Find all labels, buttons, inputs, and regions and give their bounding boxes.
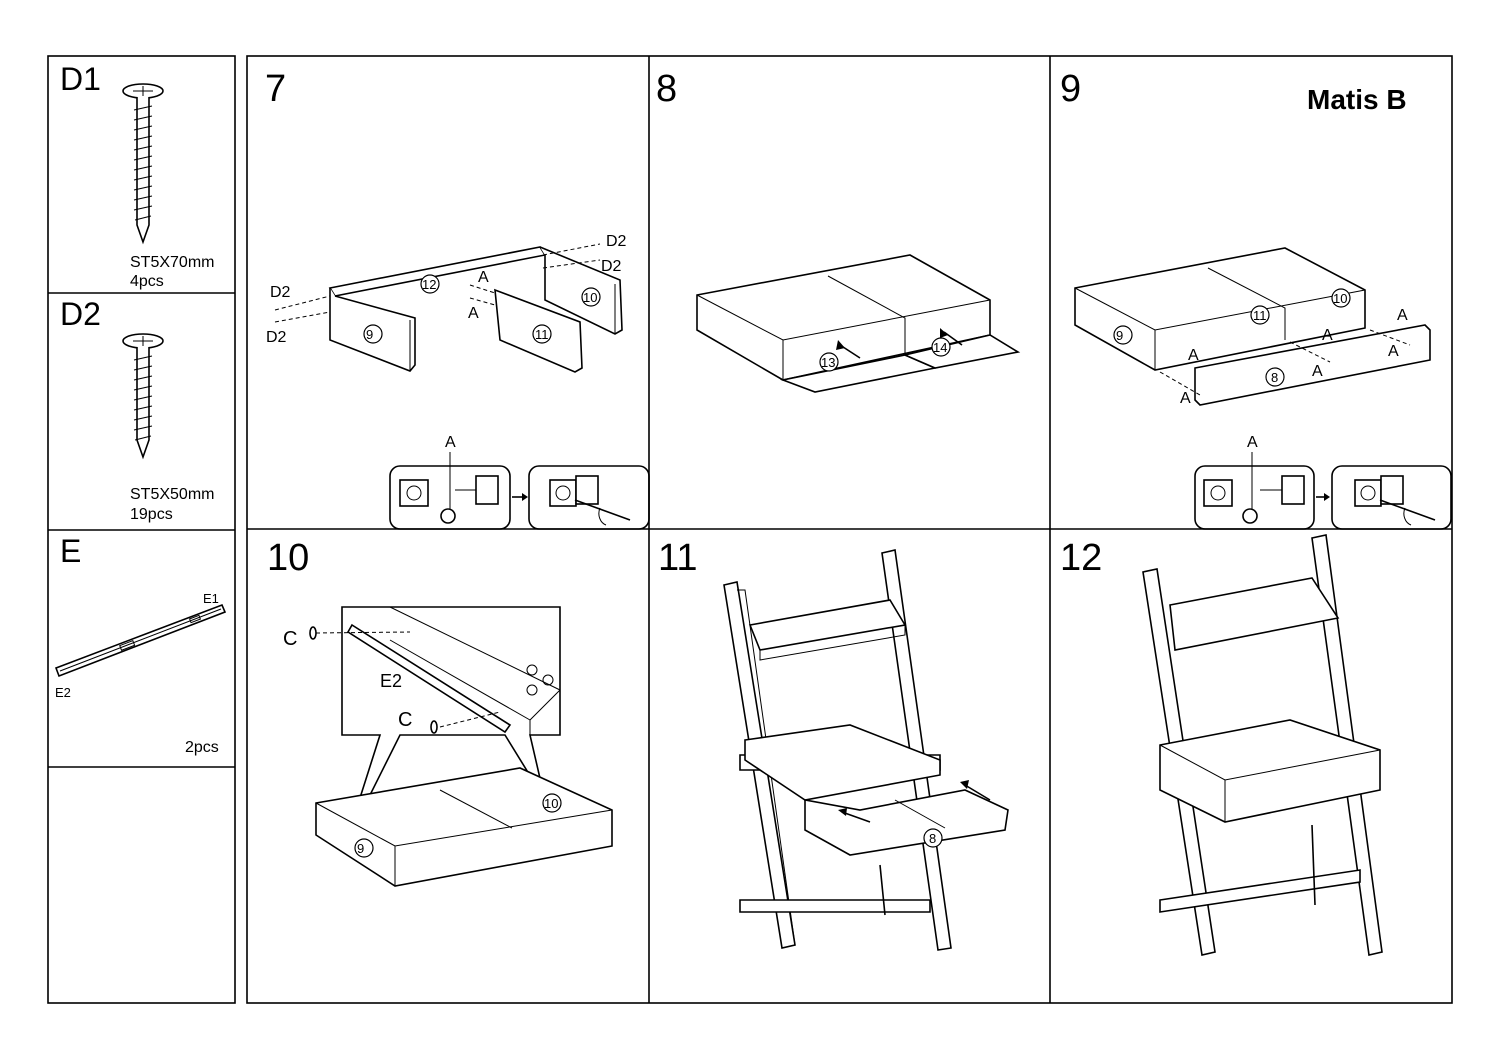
assembled-desk-drawing bbox=[1142, 534, 1383, 956]
part-label: 14 bbox=[933, 340, 947, 355]
step-11: 11 8 bbox=[658, 537, 1009, 951]
fitting-label: A bbox=[1247, 434, 1258, 451]
hardware-d2: D2 ST5X50mm 19pcs bbox=[60, 296, 214, 523]
cam-lock-detail: A bbox=[389, 434, 650, 530]
hardware-e: E E1 E2 2pcs bbox=[54, 533, 227, 756]
fitting-label: A bbox=[1322, 327, 1333, 344]
step-12: 12 bbox=[1060, 534, 1383, 956]
hardware-d1: D1 ST5X70mm 4pcs bbox=[60, 61, 214, 290]
screw-label: C bbox=[283, 628, 297, 650]
screw-label: C bbox=[398, 709, 412, 731]
fitting-label: A bbox=[445, 434, 456, 451]
part-label: 8 bbox=[1271, 370, 1278, 385]
hardware-code: D1 bbox=[60, 61, 101, 97]
step-9: 9 Matis B 9 11 10 8 A A A A A A A bbox=[1060, 68, 1452, 530]
hardware-code: D2 bbox=[60, 296, 101, 332]
hardware-panel: D1 ST5X70mm 4pcs D2 ST5X50mm 19pcs bbox=[47, 55, 236, 1004]
frame-drawing: 9 12 10 11 bbox=[274, 243, 623, 373]
fitting-label: A bbox=[1312, 363, 1323, 380]
screw-icon bbox=[122, 83, 164, 245]
screw-label: D2 bbox=[601, 258, 622, 275]
step-number: 9 bbox=[1060, 68, 1081, 110]
product-title: Matis B bbox=[1307, 84, 1407, 115]
part-label: 11 bbox=[1253, 308, 1267, 323]
slide-label-e2: E2 bbox=[55, 685, 71, 700]
step-number: 7 bbox=[265, 68, 286, 110]
part-label: 10 bbox=[583, 290, 597, 305]
step-number: 11 bbox=[658, 537, 697, 579]
hardware-qty: 19pcs bbox=[130, 506, 173, 523]
part-label: 8 bbox=[929, 831, 936, 846]
fitting-label: A bbox=[1388, 343, 1399, 360]
hardware-qty: 2pcs bbox=[185, 739, 219, 756]
part-label: 9 bbox=[1116, 328, 1123, 343]
slide-label-e1: E1 bbox=[203, 591, 219, 606]
screw-label: D2 bbox=[606, 233, 627, 250]
fitting-label: A bbox=[468, 305, 479, 322]
part-label: 13 bbox=[821, 355, 835, 370]
fitting-label: A bbox=[1188, 347, 1199, 364]
slide-label: E2 bbox=[380, 671, 402, 691]
part-label: 10 bbox=[1333, 291, 1347, 306]
screw-label: D2 bbox=[270, 284, 291, 301]
fitting-label: A bbox=[1397, 307, 1408, 324]
step-number: 12 bbox=[1060, 537, 1102, 579]
part-label: 11 bbox=[535, 327, 549, 342]
step-number: 8 bbox=[656, 68, 677, 110]
part-label: 9 bbox=[366, 327, 373, 342]
step-number: 10 bbox=[267, 537, 309, 579]
screw-icon bbox=[122, 333, 164, 460]
frame-front-drawing: 9 11 10 8 bbox=[1074, 247, 1431, 406]
desk-drawing: 8 bbox=[723, 549, 1009, 951]
hardware-qty: 4pcs bbox=[130, 273, 164, 290]
step-7: 7 9 12 10 11 D2 D2 D2 D2 A A A bbox=[265, 68, 650, 530]
hardware-spec: ST5X70mm bbox=[130, 254, 214, 271]
hardware-spec: ST5X50mm bbox=[130, 486, 214, 503]
cam-lock-detail: A bbox=[1194, 434, 1452, 530]
screw-label: D2 bbox=[266, 329, 287, 346]
part-label: 10 bbox=[544, 796, 558, 811]
fitting-label: A bbox=[1180, 390, 1191, 407]
drawer-bottoms-drawing: 13 14 bbox=[696, 254, 1021, 393]
step-8: 8 13 14 bbox=[656, 68, 1021, 393]
fitting-label: A bbox=[478, 269, 489, 286]
drawer-drawing: 9 10 bbox=[315, 767, 613, 887]
part-label: 12 bbox=[422, 277, 436, 292]
hardware-code: E bbox=[60, 533, 81, 569]
drawer-slide-icon bbox=[54, 603, 227, 678]
slide-detail-callout bbox=[309, 606, 561, 846]
step-10: 10 C C E2 9 10 bbox=[267, 537, 613, 887]
part-label: 9 bbox=[357, 841, 364, 856]
